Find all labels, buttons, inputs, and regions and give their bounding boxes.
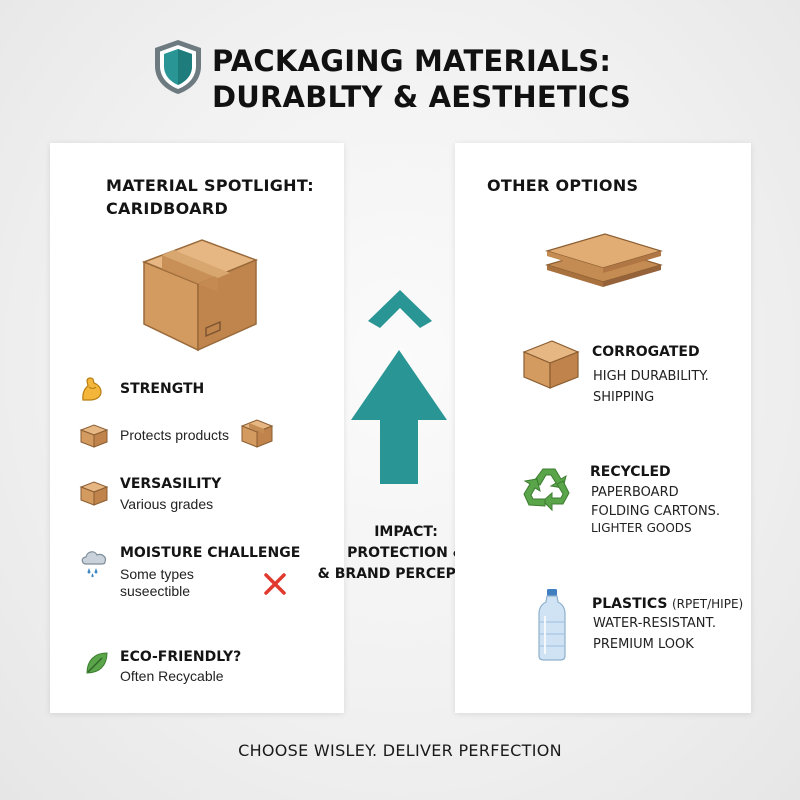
versatility-label: VERSASILITY: [120, 476, 222, 492]
moisture-challenge-label: MOISTURE CHALLENGE: [120, 545, 301, 561]
box-icon: [240, 417, 274, 449]
recycled-line-1: PAPERBOARD: [591, 485, 679, 500]
strength-label: STRENGTH: [120, 381, 205, 397]
recycle-icon: [521, 463, 577, 519]
box-icon: [79, 479, 109, 507]
protects-products-text: Protects products: [120, 427, 229, 443]
bottle-icon: [537, 588, 567, 662]
box-icon: [79, 422, 109, 448]
impact-caption: IMPACT: PROTECTION & & BRAND PERCEPTION: [306, 522, 506, 585]
impact-line-3: & BRAND PERCEPTION: [317, 566, 495, 582]
shield-icon: [152, 38, 204, 96]
moisture-text-line-1: Some types: [120, 566, 194, 582]
chevron-up-icon: [366, 290, 434, 330]
impact-line-2: PROTECTION &: [347, 545, 465, 561]
plastics-type: (RPET/HIPE): [671, 597, 744, 611]
cardboard-box-icon: [140, 232, 258, 352]
corrugated-line-1: HIGH DURABILITY.: [593, 369, 709, 384]
flexed-arm-icon: [80, 376, 104, 402]
versatility-text: Various grades: [120, 496, 214, 512]
rain-cloud-icon: [79, 546, 111, 578]
footer-tagline: CHOOSE WISLEY. DELIVER PERFECTION: [238, 741, 562, 760]
plastics-title: PLASTICS (RPET/HIPE): [592, 595, 743, 613]
moisture-text-line-2: suseectible: [120, 583, 191, 599]
cross-icon: [262, 571, 288, 597]
impact-line-1: IMPACT:: [374, 524, 438, 540]
up-arrow-icon: [350, 350, 448, 485]
recycled-line-3: LIGHTER GOODS: [591, 521, 692, 535]
spotlight-heading-line-1: MATERIAL SPOTLIGHT:: [106, 176, 314, 195]
eco-friendly-label: ECO-FRIENDLY?: [120, 649, 242, 665]
recycled-line-2: FOLDING CARTONS.: [591, 504, 721, 519]
corrugated-line-2: SHIPPING: [593, 390, 655, 405]
spotlight-heading-line-2: CARIDBOARD: [106, 199, 229, 218]
page-title-line-2: DURABLTY & AESTHETICS: [212, 80, 631, 114]
other-options-heading: OTHER OPTIONS: [487, 176, 639, 195]
plastics-line-2: PREMIUM LOOK: [593, 637, 694, 652]
recycled-label: RECYCLED: [590, 464, 671, 480]
leaf-icon: [84, 650, 110, 676]
page-title-line-1: PACKAGING MATERIALS:: [212, 44, 612, 78]
plastics-label: PLASTICS: [592, 596, 668, 612]
box-icon: [522, 338, 580, 390]
corrugated-label: CORROGATED: [592, 344, 700, 360]
flat-sheets-icon: [545, 232, 663, 290]
eco-friendly-text: Often Recycable: [120, 668, 224, 684]
plastics-line-1: WATER-RESISTANT.: [593, 616, 717, 631]
